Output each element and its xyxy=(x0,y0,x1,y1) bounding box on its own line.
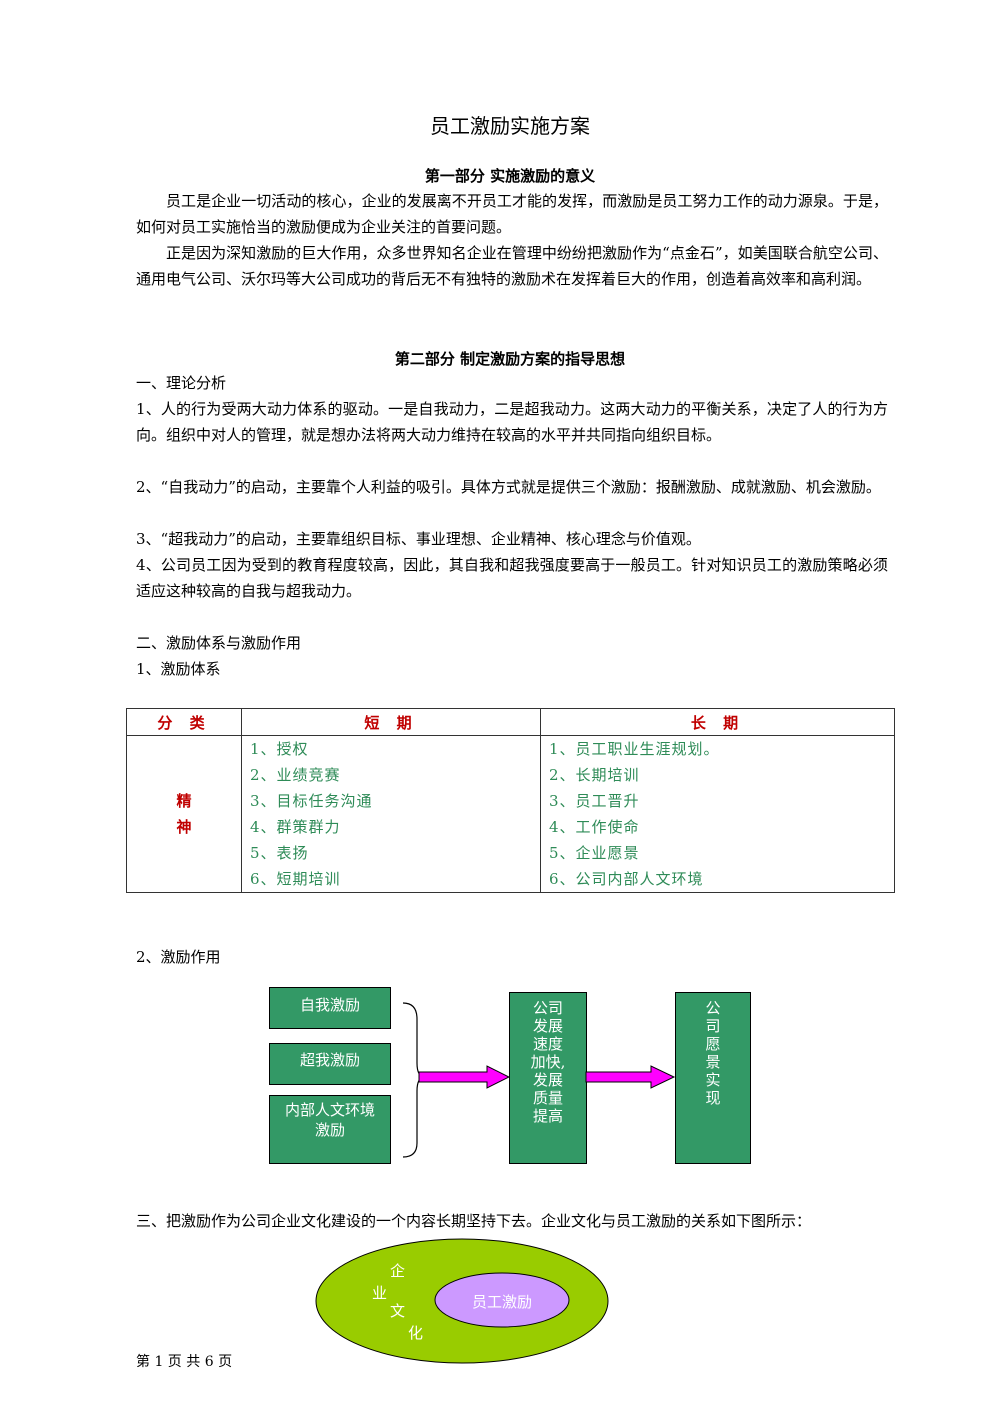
part1-paragraph-1: 员工是企业一切活动的核心，企业的发展离不开员工才能的发挥，而激励是员工努力工作的… xyxy=(136,192,888,236)
page-title: 员工激励实施方案 xyxy=(430,114,590,138)
list-item: 1、授权 xyxy=(250,740,309,758)
incentive-table: 分 类 短 期 长 期 精神 1、授权 2、业绩竞赛 3、目标任务沟通 4、群策… xyxy=(126,708,895,893)
culture-char-3: 文 xyxy=(390,1302,406,1320)
part1-heading: 第一部分 实施激励的意义 xyxy=(424,167,596,185)
header-long-term: 长 期 xyxy=(540,708,895,736)
header-category: 分 类 xyxy=(126,708,242,736)
employee-motivation-ellipse xyxy=(434,1272,570,1328)
section-2-heading: 二、激励体系与激励作用 xyxy=(136,634,302,652)
incentive-effect-heading: 2、激励作用 xyxy=(136,948,221,966)
company-growth-label: 公司发展速度加快,发展质量提高 xyxy=(530,999,566,1125)
vision-label: 公司愿景实现 xyxy=(705,999,721,1107)
arrow-right-icon xyxy=(585,1065,676,1089)
list-item: 5、表扬 xyxy=(250,844,309,862)
theory-item-4: 4、公司员工因为受到的教育程度较高，因此，其自我和超我强度要高于一般员工。针对知… xyxy=(136,556,888,600)
company-growth-box: 公司发展速度加快,发展质量提高 xyxy=(509,992,587,1164)
table-header-row: 分 类 短 期 长 期 xyxy=(126,708,895,736)
culture-char-1: 企 xyxy=(390,1262,406,1280)
list-item: 6、短期培训 xyxy=(250,870,341,888)
self-motivation-label: 自我激励 xyxy=(299,996,360,1014)
culture-motivation-label: 内部人文环境激励 xyxy=(284,1101,375,1139)
list-item: 5、企业愿景 xyxy=(549,844,640,862)
list-item: 3、员工晋升 xyxy=(549,792,640,810)
list-item: 6、公司内部人文环境 xyxy=(549,870,704,888)
part2-heading: 第二部分 制定激励方案的指导思想 xyxy=(394,350,626,368)
employee-motivation-label: 员工激励 xyxy=(471,1293,532,1311)
theory-item-1: 1、人的行为受两大动力体系的驱动。一是自我动力，二是超我动力。这两大动力的平衡关… xyxy=(136,400,888,444)
superego-motivation-box: 超我激励 xyxy=(269,1043,391,1085)
header-short-term: 短 期 xyxy=(241,708,541,736)
theory-item-3: 3、“超我动力”的启动，主要靠组织目标、事业理想、企业精神、核心理念与价值观。 xyxy=(136,530,701,548)
list-item: 4、群策群力 xyxy=(250,818,341,836)
incentive-system-heading: 1、激励体系 xyxy=(136,660,221,678)
self-motivation-box: 自我激励 xyxy=(269,987,391,1029)
vision-box: 公司愿景实现 xyxy=(675,992,751,1164)
culture-char-2: 业 xyxy=(372,1284,388,1302)
category-label: 精神 xyxy=(176,792,192,836)
superego-motivation-label: 超我激励 xyxy=(299,1051,360,1069)
theory-item-2: 2、“自我动力”的启动，主要靠个人利益的吸引。具体方式就是提供三个激励：报酬激励… xyxy=(136,478,881,496)
list-item: 1、员工职业生涯规划。 xyxy=(549,740,720,758)
category-cell: 精神 xyxy=(126,735,242,893)
section-3-heading: 三、把激励作为公司企业文化建设的一个内容长期坚持下去。企业文化与员工激励的关系如… xyxy=(136,1212,812,1230)
short-term-cell: 1、授权 2、业绩竞赛 3、目标任务沟通 4、群策群力 5、表扬 6、短期培训 xyxy=(241,735,541,893)
long-term-cell: 1、员工职业生涯规划。 2、长期培训 3、员工晋升 4、工作使命 5、企业愿景 … xyxy=(540,735,895,893)
culture-motivation-box: 内部人文环境激励 xyxy=(269,1095,391,1164)
list-item: 3、目标任务沟通 xyxy=(250,792,373,810)
list-item: 2、长期培训 xyxy=(549,766,640,784)
section-1-heading: 一、理论分析 xyxy=(136,374,227,392)
list-item: 2、业绩竞赛 xyxy=(250,766,341,784)
arrow-right-icon xyxy=(418,1065,511,1089)
flow-brace-arrow xyxy=(402,1002,511,1158)
page-footer: 第 1 页 共 6 页 xyxy=(136,1354,233,1370)
culture-char-4: 化 xyxy=(408,1324,424,1342)
part1-paragraph-2: 正是因为深知激励的巨大作用，众多世界知名企业在管理中纷纷把激励作为“点金石”，如… xyxy=(136,244,888,288)
flow-arrow-2 xyxy=(585,1065,676,1089)
table-row: 精神 1、授权 2、业绩竞赛 3、目标任务沟通 4、群策群力 5、表扬 6、短期… xyxy=(126,735,895,893)
culture-relationship-diagram xyxy=(315,1238,609,1364)
list-item: 4、工作使命 xyxy=(549,818,640,836)
